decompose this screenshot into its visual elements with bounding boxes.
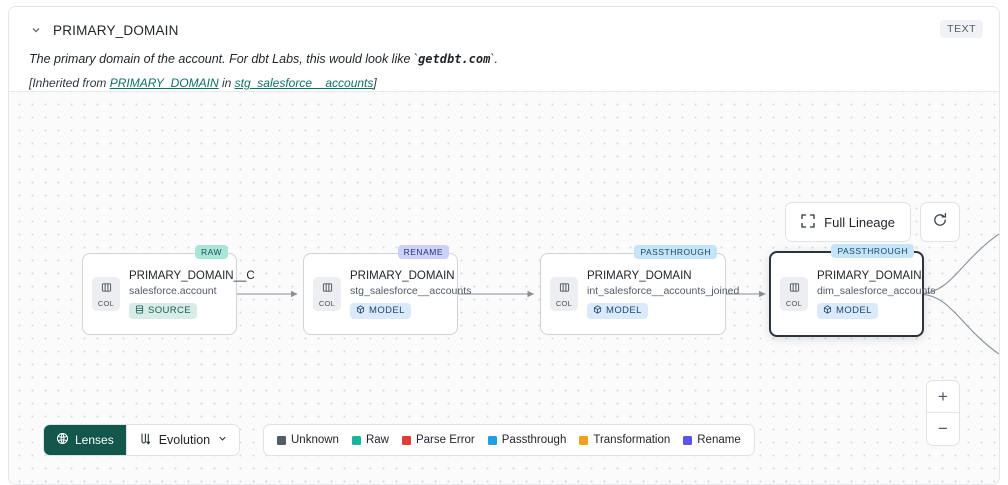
header-title-row: PRIMARY_DOMAIN [29, 19, 983, 41]
node-pill-label-0: SOURCE [148, 305, 192, 316]
node-body-1: PRIMARY_DOMAIN stg_salesforce__accounts … [350, 269, 472, 319]
expand-icon [801, 213, 815, 231]
node-tag-1: RENAME [397, 245, 449, 259]
column-icon [101, 280, 112, 298]
legend-label: Passthrough [501, 434, 567, 446]
node-pill-2: MODEL [587, 302, 648, 319]
legend-item-unknown[interactable]: Unknown [277, 434, 339, 446]
node-subtitle-0: salesforce.account [129, 284, 217, 297]
lineage-node-0[interactable]: RAW COL PRIMARY_DOMAIN__C salesforce.acc… [82, 245, 255, 335]
legend-swatch [351, 435, 361, 445]
legend-label: Rename [697, 434, 741, 446]
legend-item-rename[interactable]: Rename [683, 434, 741, 446]
node-title-2: PRIMARY_DOMAIN [587, 269, 692, 282]
legend-swatch [579, 435, 589, 445]
node-subtitle-1: stg_salesforce__accounts [350, 284, 472, 297]
node-subtitle-2: int_salesforce__accounts_joined [587, 284, 740, 297]
canvas-controls: Full Lineage [785, 202, 960, 242]
evolution-label: Evolution [158, 433, 211, 447]
legend-item-parse-error[interactable]: Parse Error [401, 434, 475, 446]
description-code: getdbt.com [418, 52, 491, 66]
type-badge: TEXT [940, 20, 983, 38]
description-prefix: The primary domain of the account. For d… [29, 52, 419, 66]
node-tag-2: PASSTHROUGH [634, 245, 717, 259]
lineage-node-2[interactable]: PASSTHROUGH COL PRIMARY_DOMAIN int_sales… [540, 245, 740, 335]
lenses-toolbar: Lenses Evolution [43, 424, 241, 456]
cube-icon [823, 304, 832, 317]
lineage-node-1[interactable]: RENAME COL PRIMARY_DOMAIN stg_salesforce… [303, 245, 472, 335]
col-chip-2: COL [550, 277, 578, 311]
zoom-controls: + − [926, 380, 960, 446]
legend-label: Unknown [291, 434, 339, 446]
chevron-down-icon[interactable] [29, 23, 43, 37]
column-icon [559, 280, 570, 298]
legend: Unknown Raw Parse Error Passthrough Tran… [263, 424, 755, 456]
edge-out-bottom [920, 293, 999, 355]
inherited-column-link[interactable]: PRIMARY_DOMAIN [109, 76, 219, 90]
column-description: The primary domain of the account. For d… [29, 51, 983, 68]
cube-icon [593, 304, 602, 317]
node-pill-label-3: MODEL [836, 305, 872, 316]
chevron-down-icon [217, 433, 228, 447]
refresh-icon [932, 212, 948, 233]
column-header: PRIMARY_DOMAIN TEXT The primary domain o… [9, 7, 999, 92]
node-body-3: PRIMARY_DOMAIN dim_salesforce_accounts M… [817, 269, 936, 319]
column-icon [322, 280, 333, 298]
inherited-suffix: ] [373, 76, 377, 90]
page-title: PRIMARY_DOMAIN [53, 22, 179, 38]
inherited-mid: in [218, 76, 235, 90]
col-chip-3: COL [780, 277, 808, 311]
cube-icon [356, 304, 365, 317]
lens-icon [56, 432, 69, 448]
lenses-label: Lenses [75, 433, 114, 447]
col-chip-label-2: COL [555, 299, 573, 308]
lineage-panel: PRIMARY_DOMAIN TEXT The primary domain o… [8, 6, 1000, 485]
legend-swatch [277, 435, 286, 445]
inherited-prefix: [Inherited from [29, 76, 110, 90]
legend-item-raw[interactable]: Raw [351, 434, 389, 446]
zoom-out-button[interactable]: − [938, 419, 948, 438]
col-chip-0: COL [92, 277, 120, 311]
zoom-in-button[interactable]: + [927, 381, 959, 413]
legend-label: Parse Error [415, 434, 475, 446]
column-icon [789, 280, 800, 298]
refresh-button[interactable] [920, 202, 960, 242]
evolution-icon [138, 432, 152, 449]
lenses-button[interactable]: Lenses [44, 425, 126, 455]
full-lineage-label: Full Lineage [824, 214, 895, 230]
node-subtitle-3: dim_salesforce_accounts [817, 284, 936, 297]
legend-label: Transformation [593, 434, 671, 446]
edge-out-top [920, 233, 999, 295]
legend-item-passthrough[interactable]: Passthrough [487, 434, 567, 446]
col-chip-label-1: COL [318, 299, 336, 308]
legend-item-transformation[interactable]: Transformation [579, 434, 670, 446]
col-chip-label-3: COL [785, 299, 803, 308]
col-chip-label-0: COL [97, 299, 115, 308]
node-pill-0: SOURCE [129, 302, 198, 319]
node-tag-3: PASSTHROUGH [831, 244, 914, 258]
node-pill-3: MODEL [817, 302, 878, 319]
description-suffix: `. [490, 52, 498, 66]
database-icon [135, 304, 144, 317]
node-title-0: PRIMARY_DOMAIN__C [129, 269, 255, 282]
node-pill-label-1: MODEL [369, 305, 405, 316]
legend-swatch [401, 435, 411, 445]
node-tag-0: RAW [194, 245, 228, 259]
evolution-dropdown[interactable]: Evolution [125, 425, 240, 455]
legend-label: Raw [365, 434, 389, 446]
lineage-canvas[interactable]: Full Lineage + − RAW [9, 92, 999, 484]
node-body-0: PRIMARY_DOMAIN__C salesforce.account SOU… [129, 269, 255, 319]
node-pill-label-2: MODEL [606, 305, 642, 316]
legend-swatch [487, 435, 497, 445]
full-lineage-button[interactable]: Full Lineage [785, 202, 911, 242]
node-title-1: PRIMARY_DOMAIN [350, 269, 455, 282]
legend-swatch [683, 435, 693, 445]
node-pill-1: MODEL [350, 302, 411, 319]
node-title-3: PRIMARY_DOMAIN [817, 269, 922, 282]
lineage-node-3[interactable]: PASSTHROUGH COL PRIMARY_DOMAIN dim_sales… [769, 244, 936, 337]
inherited-note: [Inherited from PRIMARY_DOMAIN in stg_sa… [29, 75, 983, 91]
col-chip-1: COL [313, 277, 341, 311]
inherited-model-link[interactable]: stg_salesforce__accounts [234, 76, 374, 90]
node-body-2: PRIMARY_DOMAIN int_salesforce__accounts_… [587, 269, 740, 319]
